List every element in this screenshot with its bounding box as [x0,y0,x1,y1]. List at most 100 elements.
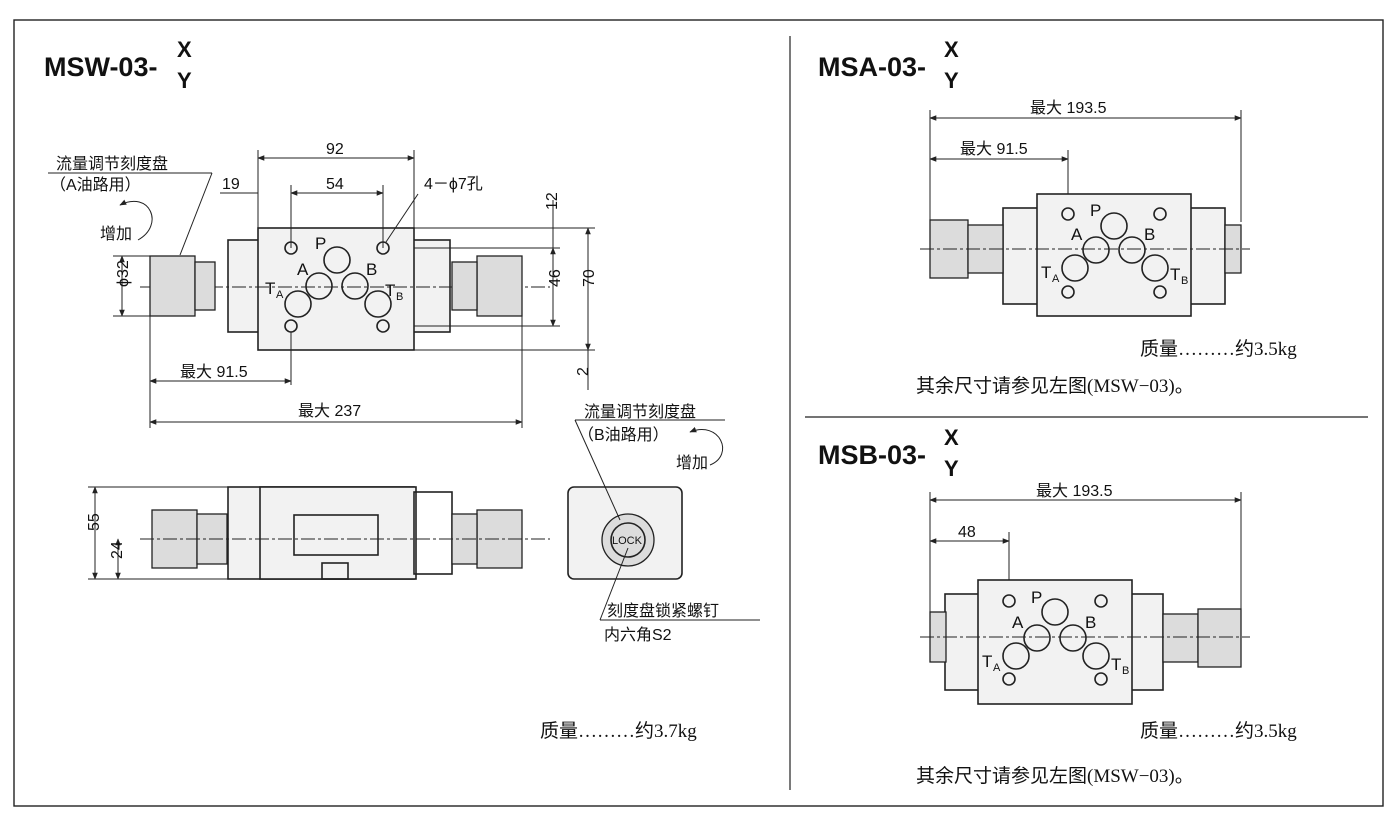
msb-port-b [1059,624,1087,652]
msw-port-ta-sub: A [276,289,284,301]
msw-holes-label: 4－ϕ7孔 [424,175,483,193]
msa-bolt-hole-bl [1061,285,1075,299]
msw-dim-46: 46 [547,269,564,287]
msw-front-core [259,486,417,580]
msb-section: MSB-03- X Y 最大 193.5 48 P A B T A T B 质量… [818,425,1297,787]
msb-port-ta [1002,642,1030,670]
msw-bolt-hole-br [376,319,390,333]
msb-title-x: X [944,425,959,450]
msw-side-lock: LOCK [612,535,643,547]
msa-port-a [1082,236,1110,264]
msa-title: MSA-03- [818,52,926,82]
sheet-border [13,19,1384,807]
msb-port-p-label: P [1031,588,1042,607]
msa-port-p [1100,212,1128,240]
msa-dim-max-915: 最大 91.5 [960,140,1028,158]
msw-side-flow-dial-b: （B油路用） [578,426,669,444]
msw-flow-dial-leader [179,172,213,256]
msw-port-p [323,246,351,274]
msw-port-tb-label: T [385,281,395,300]
msa-port-b [1118,236,1146,264]
msw-port-a-label: A [297,260,309,279]
msa-port-tb-label: T [1170,265,1180,284]
msa-weight: 质量………约3.5kg [1140,338,1297,360]
msw-side-flow-dial-label: 流量调节刻度盘 [584,402,696,421]
msb-title-y: Y [944,456,959,481]
msb-bolt-hole-tl [1002,594,1016,608]
msw-title-y: Y [177,68,192,93]
msa-port-a-label: A [1071,225,1083,244]
msw-port-ta [284,290,312,318]
msw-dim-19: 19 [222,176,240,193]
msw-dim-92: 92 [326,141,344,158]
msa-port-ta-label: T [1041,263,1051,282]
msw-increase-label: 增加 [100,225,132,243]
msw-port-p-label: P [315,234,326,253]
msa-dim-max-1935: 最大 193.5 [1030,99,1107,117]
msb-dim-48: 48 [958,524,976,541]
msw-dim-max-915: 最大 91.5 [180,363,248,381]
msb-knob [1197,608,1242,668]
msb-port-tb-sub: B [1122,665,1129,677]
msa-title-y: Y [944,68,959,93]
msb-port-tb [1082,642,1110,670]
msb-weight: 质量………约3.5kg [1140,720,1297,742]
msb-port-ta-label: T [982,652,992,671]
msb-port-b-label: B [1085,613,1096,632]
msw-dim-70: 70 [581,269,598,287]
msw-front-right-shell [413,491,453,575]
msw-port-a [305,272,333,300]
msb-knob-nut [1162,613,1199,663]
msw-flow-dial-a: （A油路用） [50,176,141,194]
msw-dim-max-237: 最大 237 [298,402,361,420]
msb-port-p [1041,598,1069,626]
msw-left-knob [149,255,196,317]
msw-port-b-label: B [366,260,377,279]
msw-dim-54: 54 [326,176,344,193]
msw-side-dial [601,513,655,567]
msw-dim-phi32: ϕ32 [115,260,132,287]
msa-bolt-hole-br [1153,285,1167,299]
msw-weight: 质量………约3.7kg [540,720,697,742]
msb-bolt-hole-br [1094,672,1108,686]
msw-dim-12: 12 [544,192,561,210]
msw-dim-24: 24 [109,541,126,559]
msa-title-x: X [944,37,959,62]
msw-flow-dial-label: 流量调节刻度盘 [56,154,168,173]
msb-title: MSB-03- [818,440,926,470]
msa-section: MSA-03- X Y 最大 193.5 最大 91.5 P A B T A T… [818,37,1297,397]
msw-title-x: X [177,37,192,62]
msw-right-knob [476,255,523,317]
msb-note: 其余尺寸请参见左图(MSW−03)。 [916,765,1194,787]
msb-port-ta-sub: A [993,662,1001,674]
msw-port-ta-label: T [265,279,275,298]
msb-port-tb-label: T [1111,655,1121,674]
msw-dim-2: 2 [575,367,592,376]
msw-side-dial-inner [610,522,646,558]
msw-section: MSW-03- X Y 流量调节刻度盘 （A油路用） 增加 P A B T A [44,37,760,742]
msw-title: MSW-03- [44,52,157,82]
msw-port-tb [364,290,392,318]
msa-bolt-hole-tr [1153,207,1167,221]
msa-bolt-hole-tl [1061,207,1075,221]
msw-front-window [293,514,379,556]
msw-hex-s2-label: 内六角S2 [604,626,672,644]
msw-port-b [341,272,369,300]
msa-port-tb-sub: B [1181,275,1188,287]
msw-front-plug [321,562,349,580]
msa-port-p-label: P [1090,201,1101,220]
msw-lock-screw-leader [599,547,629,621]
msa-port-b-label: B [1144,225,1155,244]
msw-left-knob-nut [194,261,216,311]
msw-holes-leader [385,193,419,243]
msw-side-dial-leader [574,419,621,521]
msa-note: 其余尺寸请参见左图(MSW−03)。 [916,375,1194,397]
msa-port-tb [1141,254,1169,282]
msw-increase-arrow [119,199,153,241]
msw-dim-55: 55 [86,513,103,531]
msb-port-a [1023,624,1051,652]
msw-port-tb-sub: B [396,291,403,303]
msw-side-increase: 增加 [676,454,708,472]
msb-port-a-label: A [1012,613,1024,632]
msw-right-knob-nut [451,261,478,311]
